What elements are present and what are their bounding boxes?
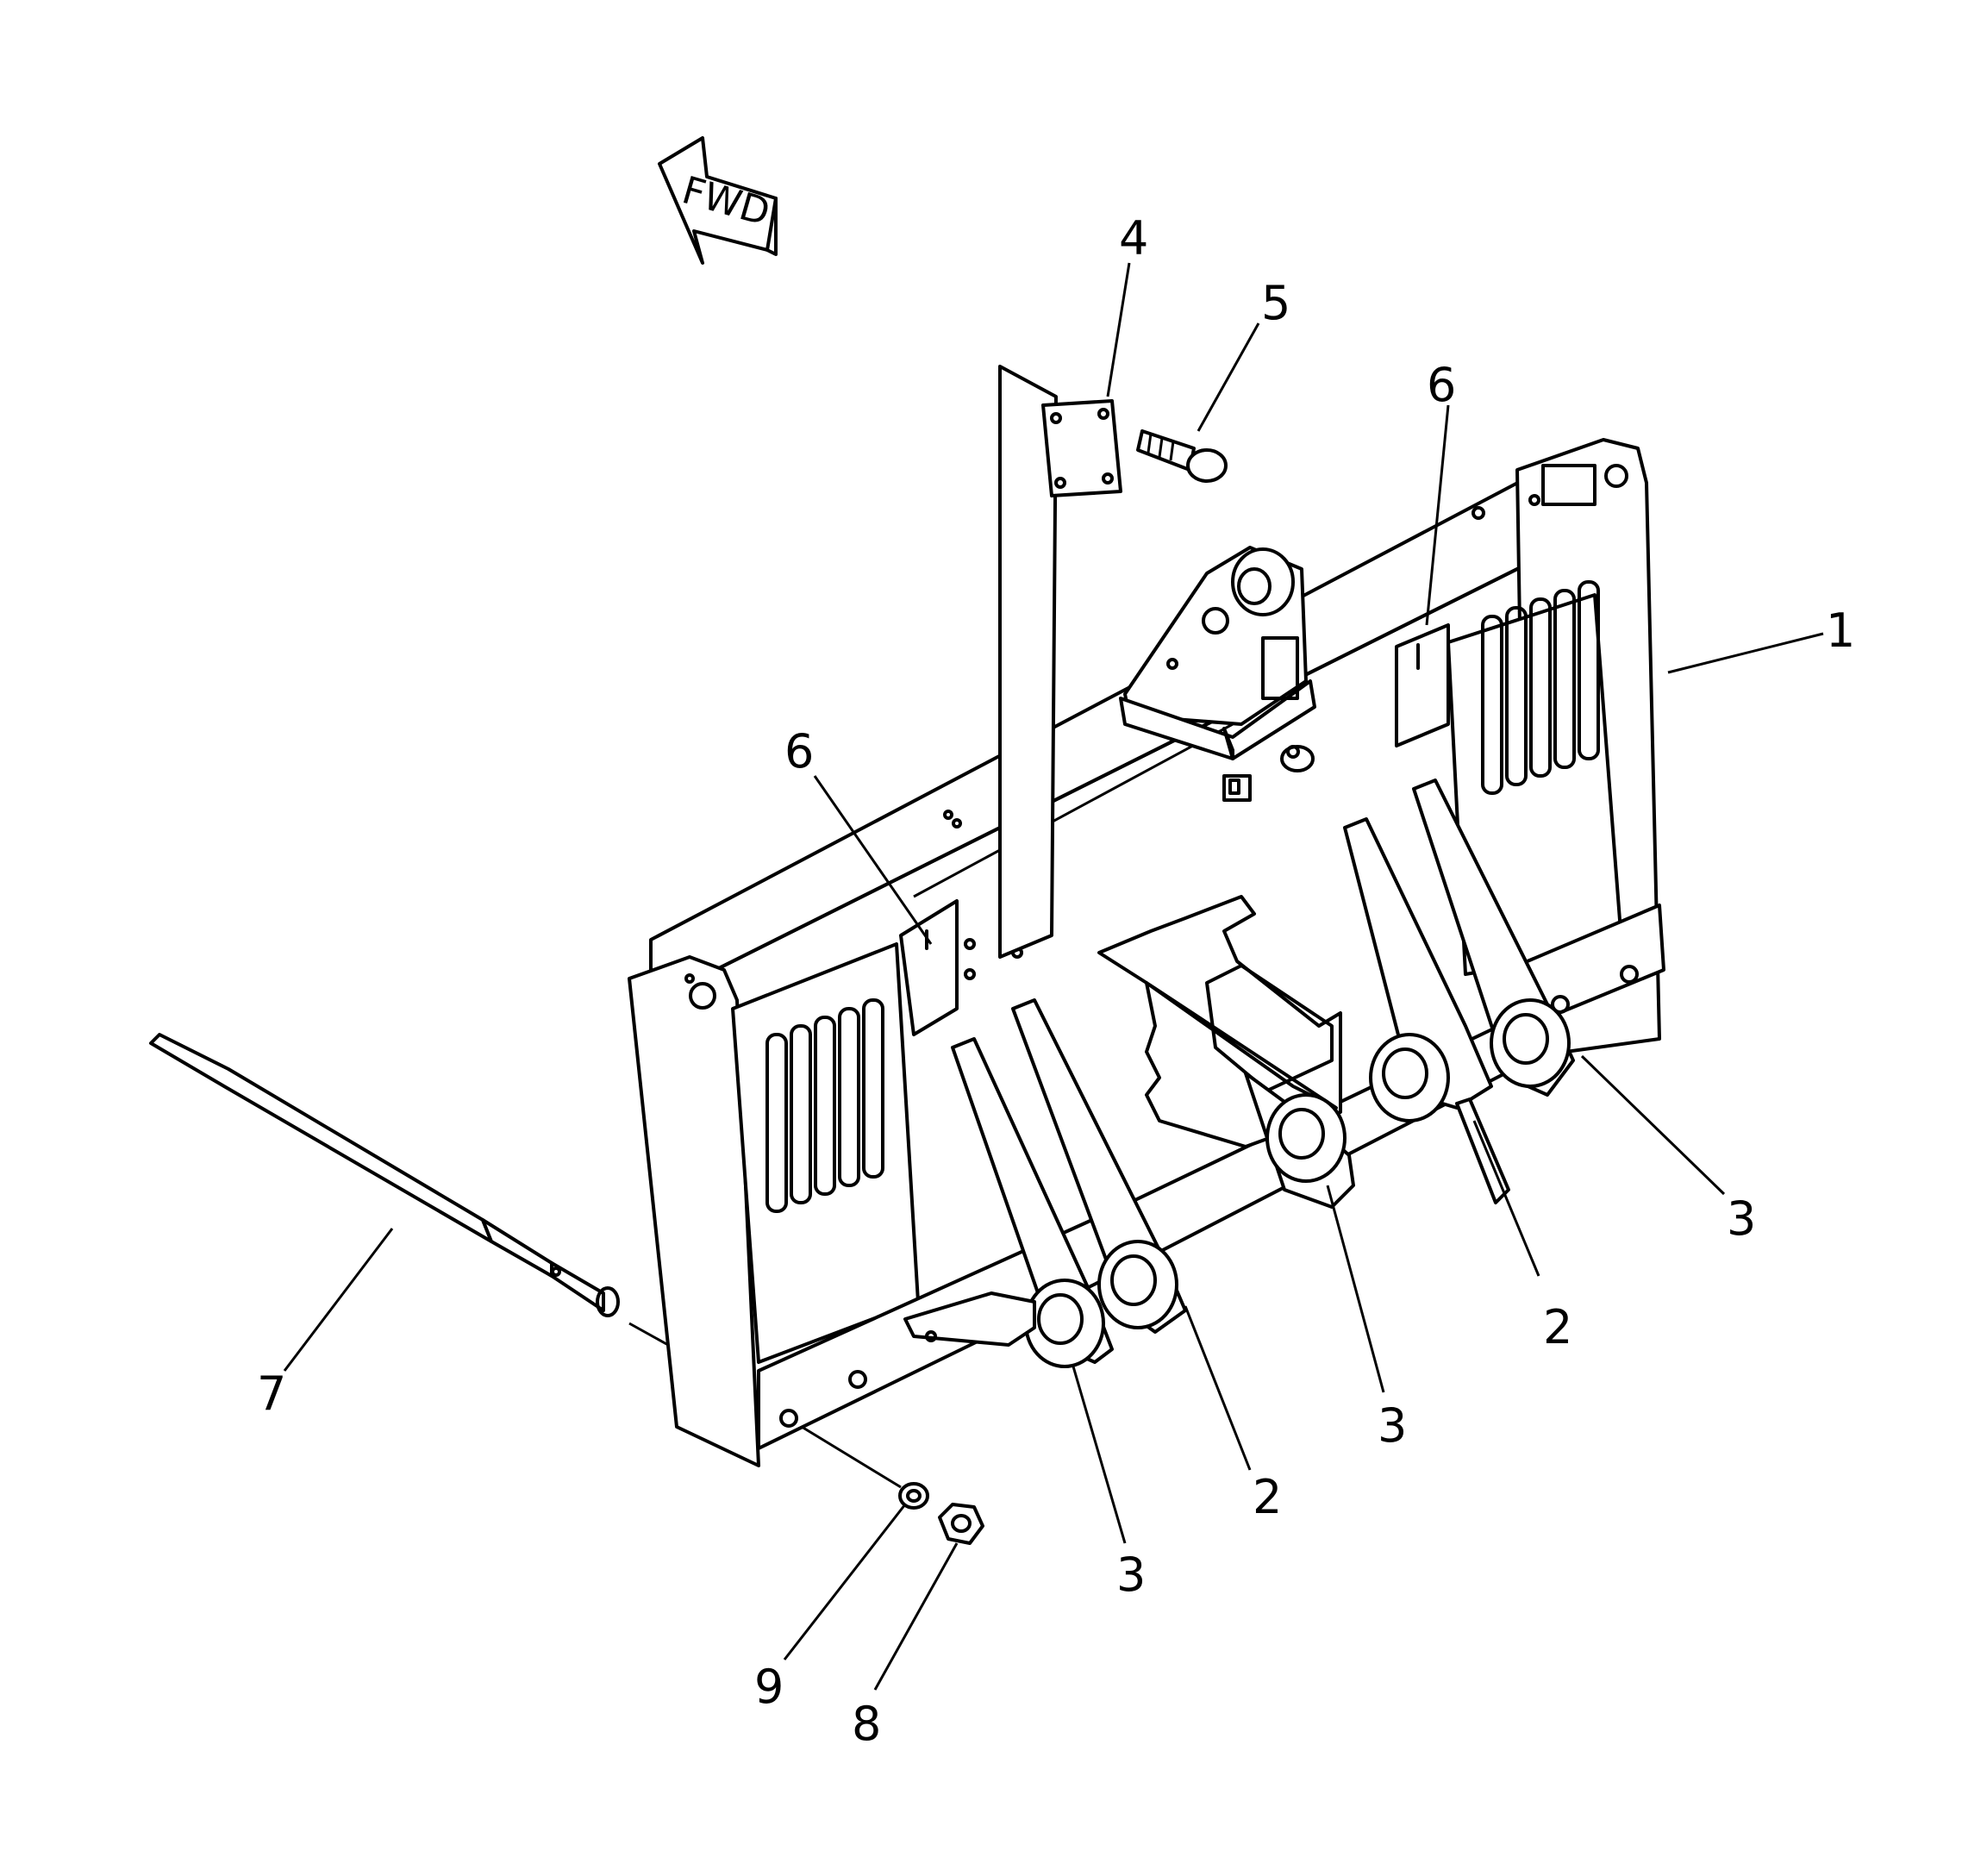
callout-3-middle: 3 — [1378, 1398, 1407, 1453]
right-grille — [1481, 580, 1600, 795]
fwd-direction-marker: FWD — [658, 136, 778, 265]
sticker-right — [1395, 623, 1450, 747]
callout-3-right: 3 — [1727, 1191, 1756, 1246]
callout-1: 1 — [1826, 603, 1855, 658]
callout-6-right: 6 — [1427, 358, 1456, 412]
callout-6-left: 6 — [784, 724, 814, 779]
callout-4: 4 — [1119, 211, 1148, 266]
washer-part — [898, 1482, 929, 1510]
rod-part — [149, 1033, 620, 1317]
callout-7: 7 — [257, 1366, 286, 1421]
top-mount-bracket — [1119, 546, 1316, 760]
leader-lines — [283, 262, 1824, 1691]
callout-9: 9 — [754, 1660, 784, 1714]
callout-8: 8 — [852, 1697, 881, 1751]
arrow-left-icon — [658, 136, 778, 265]
link-arm-c — [1244, 1072, 1355, 1209]
link-arm-d — [1343, 817, 1493, 1122]
callout-5: 5 — [1261, 276, 1290, 330]
link-arm-a — [951, 1037, 1114, 1368]
callout-2-left: 2 — [1253, 1470, 1282, 1524]
callout-labels: 1 2 2 3 3 3 4 5 6 6 7 8 9 — [257, 211, 1855, 1751]
sticker-left — [899, 899, 959, 1036]
link-arm-e — [1412, 779, 1575, 1097]
pin-bracket — [903, 1097, 1510, 1347]
link-arm-b — [1011, 998, 1187, 1334]
decal-plate — [998, 365, 1122, 959]
clip-pair — [1222, 745, 1315, 802]
left-grille — [765, 998, 884, 1213]
callout-2-right: 2 — [1543, 1300, 1572, 1354]
callout-3-left: 3 — [1116, 1548, 1146, 1602]
bolt-part — [1136, 429, 1228, 483]
nut-part — [938, 1503, 984, 1545]
